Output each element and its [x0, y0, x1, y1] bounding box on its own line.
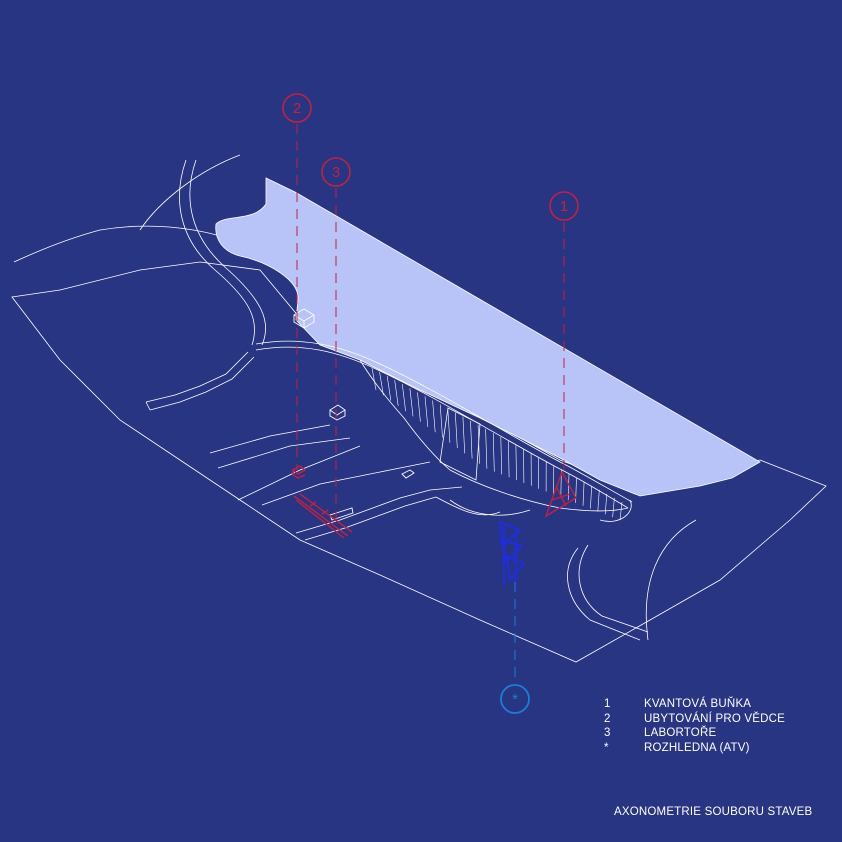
legend-item: 2 UBYTOVÁNÍ PRO VĚDCE	[604, 712, 785, 727]
dam-hatch-line	[386, 376, 392, 401]
dam-hatch-line	[582, 481, 585, 506]
dam-hatch-line	[409, 388, 414, 417]
legend-key: 2	[604, 712, 611, 725]
dam-hatch-line	[612, 497, 615, 518]
legend-text: UBYTOVÁNÍ PRO VĚDCE	[644, 712, 785, 725]
dam-hatch-line	[439, 404, 443, 438]
dam-hatch-line	[470, 420, 473, 459]
legend-item: 1 KVANTOVÁ BUŇKA	[604, 697, 785, 712]
marker-1-label: 1	[560, 198, 568, 215]
legend-item: * ROZHLEDNA (ATV)	[604, 741, 785, 756]
dam-hatch-line	[394, 380, 399, 406]
legend-text: ROZHLEDNA (ATV)	[644, 741, 750, 754]
legend-text: LABORTOŘE	[644, 727, 717, 740]
marker-3: 3	[321, 157, 351, 187]
dam-hatch-line	[604, 493, 608, 515]
drawing-caption: AXONOMETRIE SOUBORU STAVEB	[614, 806, 813, 818]
leader-lines	[296, 124, 565, 684]
dam-hatch-line	[619, 501, 623, 521]
dam-hatch-line	[402, 384, 406, 412]
marker-star: *	[500, 684, 530, 714]
legend-key: 3	[604, 727, 611, 740]
legend-key: *	[604, 741, 609, 754]
quantum-cell-structure	[544, 470, 577, 518]
marker-2-label: 2	[293, 100, 301, 117]
dam-hatch-line	[455, 412, 458, 449]
laboratories-structure	[293, 493, 353, 539]
dam-face-hatching	[371, 367, 623, 521]
dam-hatch-line	[417, 392, 421, 422]
legend-item: 3 LABORTOŘE	[604, 726, 785, 741]
legend: 1 KVANTOVÁ BUŇKA 2 UBYTOVÁNÍ PRO VĚDCE 3…	[604, 697, 785, 755]
buildings	[293, 308, 415, 521]
dam	[255, 340, 633, 512]
marker-star-label: *	[512, 691, 518, 708]
dam-hatch-line	[515, 445, 517, 481]
dam-hatch-line	[485, 428, 488, 469]
dam-hatch-line	[462, 416, 465, 454]
dam-hatch-line	[575, 477, 577, 503]
terrain	[11, 154, 827, 663]
dam-hatch-line	[379, 372, 384, 396]
dam-hatch-line	[492, 432, 495, 472]
dam-hatch-line	[508, 441, 510, 478]
dam-hatch-line	[567, 473, 570, 501]
red-structures	[291, 465, 577, 539]
dam-hatch-line	[590, 485, 592, 509]
dam-hatch-line	[424, 396, 429, 427]
marker-1: 1	[549, 191, 579, 221]
accommodation-structure	[291, 465, 307, 479]
lookout-tower	[499, 520, 526, 586]
marker-2: 2	[282, 93, 312, 123]
legend-text: KVANTOVÁ BUŇKA	[644, 698, 752, 710]
dam-hatch-line	[447, 408, 451, 443]
dam-hatch-line	[477, 424, 480, 464]
dam-hatch-line	[371, 367, 377, 391]
dam-hatch-line	[500, 436, 502, 475]
dam-hatch-line	[432, 400, 436, 433]
legend-key: 1	[604, 698, 611, 710]
dam-hatch-line	[597, 489, 600, 512]
marker-3-label: 3	[332, 164, 340, 181]
